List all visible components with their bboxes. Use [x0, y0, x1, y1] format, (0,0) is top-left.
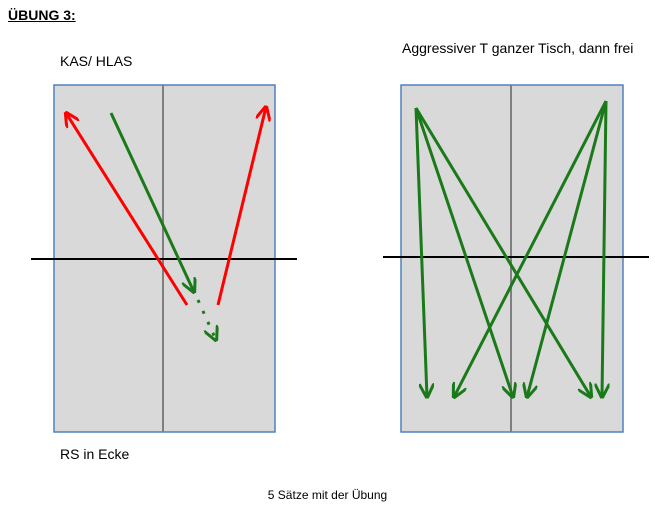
green-arrow-1 [414, 107, 427, 397]
footer-note: 5 Sätze mit der Übung [267, 488, 388, 502]
green-arrow-5 [527, 100, 608, 397]
right-diagram-label: Aggressiver T ganzer Tisch, dann frei [402, 40, 634, 56]
left-diagram-bottom-label: RS in Ecke [60, 446, 130, 462]
left-diagram-label: KAS/ HLAS [60, 53, 133, 69]
green-arrow-3 [414, 107, 591, 397]
green-arrow-6 [602, 100, 606, 397]
green-dotted-arrow [196, 299, 216, 340]
red-arrow-left [66, 113, 189, 306]
exercise-title: ÜBUNG 3: [8, 7, 76, 23]
left-table [31, 84, 297, 433]
green-arrow-4 [454, 100, 608, 397]
right-table [383, 84, 649, 433]
red-arrow-right [216, 107, 266, 306]
green-arrow-2 [414, 107, 513, 397]
green-arrow-diagonal [109, 112, 194, 292]
